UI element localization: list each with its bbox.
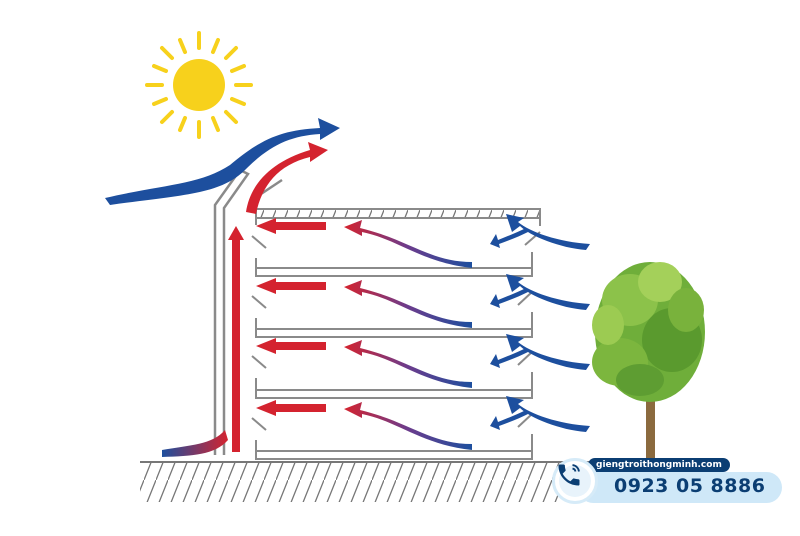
floor-2-airflow xyxy=(256,274,590,328)
floor-1-airflow xyxy=(256,214,590,268)
building xyxy=(251,208,541,460)
phone-icon xyxy=(558,464,580,486)
ground-inflow-arrow xyxy=(162,430,228,457)
floor-3-airflow xyxy=(256,334,590,388)
tree-icon xyxy=(592,262,705,460)
outflow-wind-arrow xyxy=(105,118,340,205)
ground xyxy=(140,461,590,502)
floor-4-airflow xyxy=(256,396,590,450)
phone-number[interactable]: 0923 05 8886 xyxy=(614,475,766,497)
sun-icon xyxy=(145,31,253,139)
website-tag[interactable]: giengtroithongminh.com xyxy=(588,458,730,472)
contact-badge: 0923 05 8886 giengtroithongminh.com xyxy=(552,456,788,506)
floor-airflows xyxy=(256,214,590,450)
warm-air-rising-arrow xyxy=(228,142,328,452)
phone-pill: 0923 05 8886 xyxy=(578,472,782,503)
phone-icon-circle[interactable] xyxy=(552,458,598,504)
